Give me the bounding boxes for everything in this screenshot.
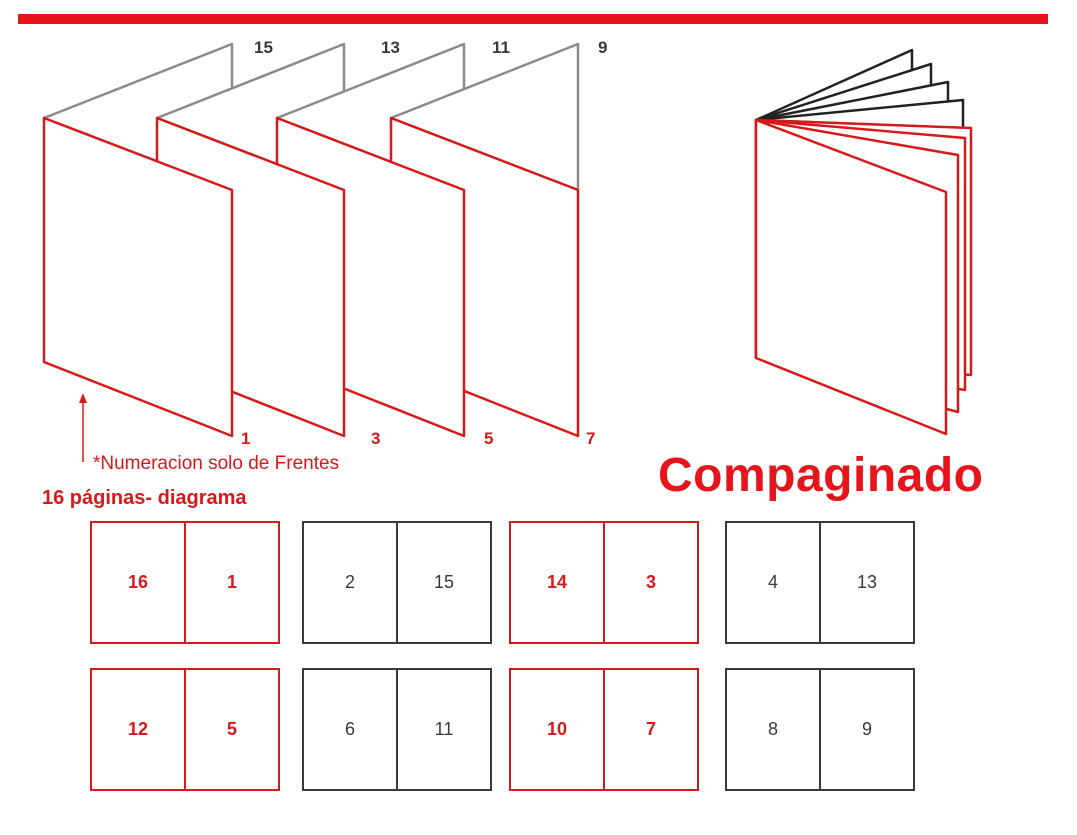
spread-5: 12 5 (90, 668, 280, 791)
spread-page-right: 15 (433, 572, 455, 592)
spread-page-right: 9 (861, 719, 872, 739)
sheet-back-label-4: 9 (598, 38, 608, 57)
spread-1: 16 1 (90, 521, 280, 644)
top-accent-bar (18, 14, 1048, 24)
sheet-back-label-3: 11 (492, 38, 510, 57)
booklet-back-pages (754, 48, 965, 130)
spread-6: 6 11 (302, 668, 492, 791)
sheet-front-label-1: 1 (241, 429, 251, 448)
spread-8: 8 9 (725, 668, 915, 791)
spread-7: 10 7 (509, 668, 699, 791)
booklet-front-pages (754, 118, 973, 436)
sheet-front-1 (42, 116, 234, 438)
sheet-front-label-2: 3 (371, 429, 381, 448)
spread-page-right: 5 (226, 719, 237, 739)
numbering-note: *Numeracion solo de Frentes (93, 453, 340, 474)
spread-page-left: 10 (511, 670, 605, 789)
spread-page-left: 12 (92, 670, 186, 789)
spread-page-right: 1 (226, 572, 237, 592)
spread-page-right: 7 (645, 719, 656, 739)
spread-page-left: 6 (304, 670, 398, 789)
sheet-front-label-4: 7 (586, 429, 596, 448)
spread-page-left: 4 (727, 523, 821, 642)
spread-2: 2 15 (302, 521, 492, 644)
spread-page-right: 3 (645, 572, 656, 592)
spread-page-left: 16 (92, 523, 186, 642)
up-arrow-icon (79, 393, 87, 462)
sheet-fronts (42, 116, 580, 438)
spread-page-left: 14 (511, 523, 605, 642)
spread-page-left: 8 (727, 670, 821, 789)
sheet-back-label-2: 13 (381, 38, 400, 57)
spread-4: 4 13 (725, 521, 915, 644)
spread-3: 14 3 (509, 521, 699, 644)
sheet-front-label-3: 5 (484, 429, 494, 448)
diagram-subtitle: 16 páginas- diagrama (42, 487, 247, 509)
page-title: Compaginado (658, 449, 984, 502)
spread-page-right: 11 (434, 719, 454, 739)
spread-page-left: 2 (304, 523, 398, 642)
sheet-back-label-1: 15 (254, 38, 273, 57)
spread-page-right: 13 (856, 572, 878, 592)
